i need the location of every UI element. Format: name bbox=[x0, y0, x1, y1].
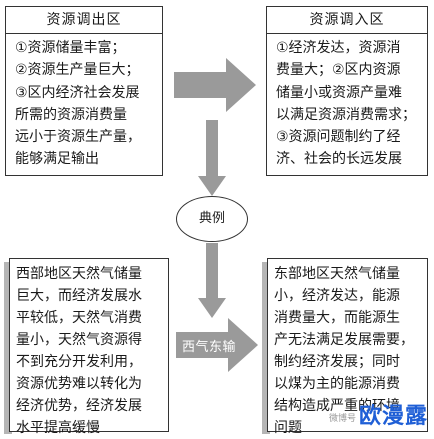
text-line: 以煤为主的能源消费 bbox=[274, 376, 400, 392]
down-arrow-upper bbox=[198, 120, 226, 196]
eastern-region-text: 东部地区天然气储量 小，经济发达，能源 消费量大，而能源生 产无法满足发展需要，… bbox=[274, 263, 423, 439]
import-region-text: ①经济发达，资源消 费量大；②区内资源 储量小或资源产量难 以满足资源消费需求；… bbox=[276, 37, 421, 171]
text-line: 能够满足输出 bbox=[15, 151, 99, 168]
western-region-box: 西部地区天然气储量 巨大，而经济发展水 平较低，天然气消费 量小，天然气资源得 … bbox=[9, 258, 169, 436]
bottom-right-shadow bbox=[262, 262, 270, 434]
text-line: 西部地区天然气储量 bbox=[16, 266, 142, 282]
text-line: 远小于资源生产量， bbox=[15, 129, 141, 146]
western-region-text: 西部地区天然气储量 巨大，而经济发展水 平较低，天然气消费 量小，天然气资源得 … bbox=[16, 263, 164, 439]
text-line: ③区内经济社会发展 bbox=[15, 84, 140, 101]
text-line: 济、社会的长远发展 bbox=[276, 151, 402, 168]
example-oval: 典例 bbox=[176, 196, 248, 242]
down-arrow-lower bbox=[198, 243, 226, 318]
text-line: 小，经济发达，能源 bbox=[274, 288, 400, 304]
text-line: ③资源问题制约了经 bbox=[276, 129, 401, 146]
text-line: 储量小或资源产量难 bbox=[276, 84, 402, 101]
bottom-left-shadow bbox=[4, 262, 12, 434]
text-line: ①经济发达，资源消 bbox=[276, 40, 401, 56]
watermark: 欧漫露 bbox=[358, 404, 428, 429]
text-line: 经济优势，经济发展 bbox=[16, 398, 142, 414]
text-line: 水平提高缓慢 bbox=[16, 420, 100, 436]
example-label: 典例 bbox=[198, 211, 225, 226]
text-line: 巨大，而经济发展水 bbox=[16, 288, 142, 304]
export-region-text: ①资源储量丰富； ②资源生产量巨大； ③区内经济社会发展 所需的资源消费量 远小… bbox=[15, 37, 156, 171]
west-east-gas-label: 西气东输 bbox=[180, 336, 239, 355]
text-line: 不到充分开发利用， bbox=[16, 354, 142, 370]
import-region-title: 资源调入区 bbox=[267, 7, 427, 34]
text-line: 费量大；②区内资源 bbox=[276, 62, 401, 79]
text-line: 资源优势难以转化为 bbox=[16, 376, 142, 392]
text-line: ②资源生产量巨大； bbox=[15, 62, 140, 79]
text-line: 量小，天然气资源得 bbox=[16, 332, 142, 348]
right-arrow-top bbox=[174, 58, 256, 112]
text-line: 结构造成严重的环境 bbox=[274, 398, 400, 414]
text-line: 消费量大，而能源生 bbox=[274, 310, 400, 326]
import-region-box: 资源调入区 ①经济发达，资源消 费量大；②区内资源 储量小或资源产量难 以满足资… bbox=[266, 6, 428, 176]
text-line: 以满足资源消费需求； bbox=[276, 106, 416, 123]
watermark-small: 微博号 bbox=[328, 414, 356, 424]
text-line: 平较低，天然气消费 bbox=[16, 310, 142, 326]
text-line: 所需的资源消费量 bbox=[15, 106, 127, 123]
text-line: 制约经济发展；同时 bbox=[274, 354, 400, 370]
export-region-box: 资源调出区 ①资源储量丰富； ②资源生产量巨大； ③区内经济社会发展 所需的资源… bbox=[5, 6, 163, 176]
text-line: 东部地区天然气储量 bbox=[274, 266, 400, 282]
export-region-title: 资源调出区 bbox=[6, 7, 162, 34]
eastern-region-box: 东部地区天然气储量 小，经济发达，能源 消费量大，而能源生 产无法满足发展需要，… bbox=[267, 258, 428, 436]
text-line: ①资源储量丰富； bbox=[15, 40, 126, 56]
text-line: 问题 bbox=[274, 420, 302, 436]
text-line: 产无法满足发展需要， bbox=[274, 332, 414, 348]
